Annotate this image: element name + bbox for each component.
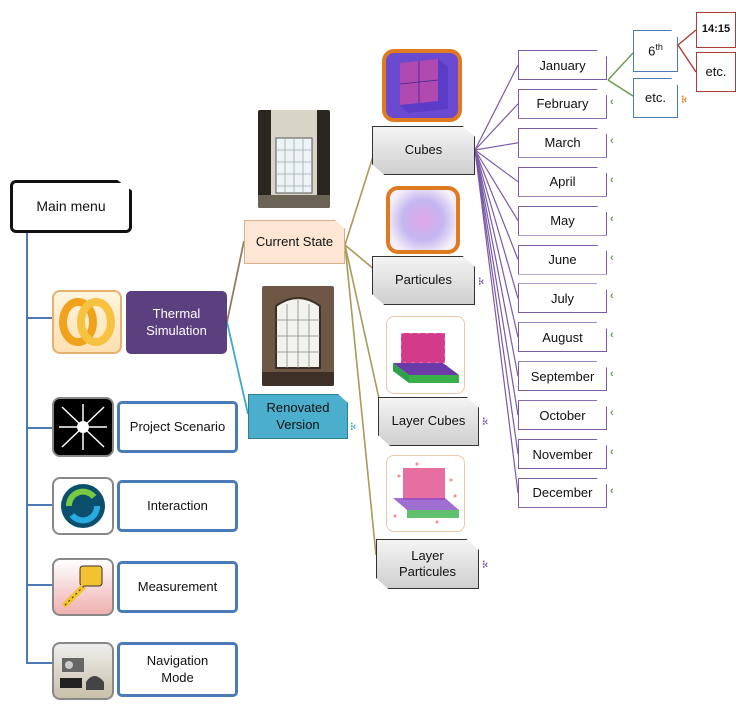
renovated-expand-icon[interactable]: ⁝‹ bbox=[350, 421, 356, 433]
month-expand-icon[interactable]: ‹ bbox=[610, 407, 614, 420]
renovated-window-image bbox=[262, 286, 334, 386]
navigation-mode-button[interactable]: Navigation Mode bbox=[117, 642, 238, 697]
month-january[interactable]: January bbox=[518, 50, 607, 80]
month-december[interactable]: December bbox=[518, 477, 607, 508]
day-node[interactable]: 6th bbox=[633, 30, 678, 72]
month-expand-icon[interactable]: ‹ bbox=[610, 368, 614, 381]
month-expand-icon[interactable]: ‹ bbox=[610, 173, 614, 186]
main-menu-title[interactable]: Main menu bbox=[10, 180, 132, 233]
current-state-label: Current State bbox=[255, 233, 334, 249]
interaction-button[interactable]: Interaction bbox=[117, 480, 238, 532]
time-etc-label: etc. bbox=[705, 63, 727, 79]
month-label: January bbox=[539, 57, 586, 73]
month-july[interactable]: July bbox=[518, 283, 607, 314]
day-label: 6th bbox=[648, 42, 663, 59]
month-april[interactable]: April bbox=[518, 166, 607, 197]
current-state-window-image bbox=[258, 110, 330, 208]
month-label: September bbox=[530, 368, 595, 384]
particules-image bbox=[386, 186, 460, 254]
time-etc-node[interactable]: etc. bbox=[696, 52, 736, 92]
month-label: August bbox=[542, 329, 583, 345]
thermal-simulation-button[interactable]: Thermal Simulation bbox=[126, 291, 227, 354]
month-label: June bbox=[548, 252, 577, 267]
month-march[interactable]: March bbox=[518, 127, 607, 158]
interaction-label: Interaction bbox=[147, 497, 208, 513]
particules-node[interactable]: Particules bbox=[372, 256, 475, 305]
month-september[interactable]: September bbox=[518, 361, 607, 392]
month-expand-icon[interactable]: ‹ bbox=[610, 446, 614, 458]
day-etc-expand-icon[interactable]: ⁝‹ bbox=[681, 94, 687, 106]
day-etc-label: etc. bbox=[645, 89, 666, 105]
time-label: 14:15 bbox=[701, 23, 731, 36]
renovated-version-label: Renovated Version bbox=[266, 400, 330, 432]
layer-cubes-label: Layer Cubes bbox=[391, 413, 466, 429]
month-label: November bbox=[532, 446, 593, 462]
thermal-simulation-label: Thermal Simulation bbox=[146, 306, 207, 338]
main-menu-label: Main menu bbox=[36, 197, 106, 214]
month-label: May bbox=[550, 213, 575, 229]
interaction-icon[interactable] bbox=[52, 477, 114, 535]
month-may[interactable]: May bbox=[518, 205, 607, 236]
month-expand-icon[interactable]: ‹ bbox=[610, 134, 614, 147]
layer-particules-label: Layer Particules bbox=[398, 547, 457, 579]
month-label: April bbox=[549, 174, 576, 190]
measurement-icon[interactable] bbox=[52, 558, 114, 616]
month-label: July bbox=[550, 290, 575, 306]
particules-label: Particules bbox=[394, 272, 453, 288]
layer-particules-node[interactable]: Layer Particules bbox=[376, 539, 479, 589]
month-october[interactable]: October bbox=[518, 400, 607, 431]
time-node[interactable]: 14:15 bbox=[696, 12, 736, 48]
layer-cubes-node[interactable]: Layer Cubes bbox=[378, 397, 479, 446]
measurement-button[interactable]: Measurement bbox=[117, 561, 238, 613]
project-scenario-button[interactable]: Project Scenario bbox=[117, 401, 238, 453]
month-label: February bbox=[536, 96, 589, 112]
thermal-simulation-icon[interactable] bbox=[52, 290, 122, 354]
cubes-label: Cubes bbox=[404, 142, 443, 158]
month-expand-icon[interactable]: ‹ bbox=[610, 290, 614, 303]
month-expand-icon[interactable]: ‹ bbox=[610, 484, 614, 497]
cubes-node[interactable]: Cubes bbox=[372, 126, 475, 175]
month-august[interactable]: August bbox=[518, 322, 607, 353]
month-expand-icon[interactable]: ‹ bbox=[610, 251, 614, 264]
renovated-version-node[interactable]: Renovated Version bbox=[248, 394, 348, 439]
month-label: December bbox=[532, 485, 593, 501]
month-february[interactable]: February bbox=[518, 88, 607, 119]
month-label: October bbox=[539, 407, 586, 423]
current-state-node[interactable]: Current State bbox=[244, 220, 345, 264]
layer-cubes-image bbox=[386, 316, 465, 394]
project-scenario-label: Project Scenario bbox=[129, 418, 226, 434]
day-etc-node[interactable]: etc. bbox=[633, 78, 678, 118]
particules-expand-icon[interactable]: ⁝‹ bbox=[478, 276, 484, 288]
month-expand-icon[interactable]: ‹ bbox=[610, 329, 614, 342]
month-expand-icon[interactable]: ‹ bbox=[610, 95, 614, 108]
navigation-mode-label: Navigation Mode bbox=[146, 653, 209, 685]
month-expand-icon[interactable]: ‹ bbox=[610, 212, 614, 225]
layer-cubes-expand-icon[interactable]: ⁝‹ bbox=[482, 416, 488, 428]
layer-particules-image bbox=[386, 455, 465, 532]
month-label: March bbox=[544, 135, 581, 151]
project-scenario-icon[interactable] bbox=[52, 397, 114, 457]
layer-particules-expand-icon[interactable]: ⁝‹ bbox=[482, 559, 488, 571]
month-june[interactable]: June bbox=[518, 244, 607, 275]
navigation-mode-icon[interactable] bbox=[52, 642, 114, 700]
month-november[interactable]: November bbox=[518, 439, 607, 469]
cubes-image bbox=[382, 49, 462, 122]
measurement-label: Measurement bbox=[137, 578, 218, 594]
